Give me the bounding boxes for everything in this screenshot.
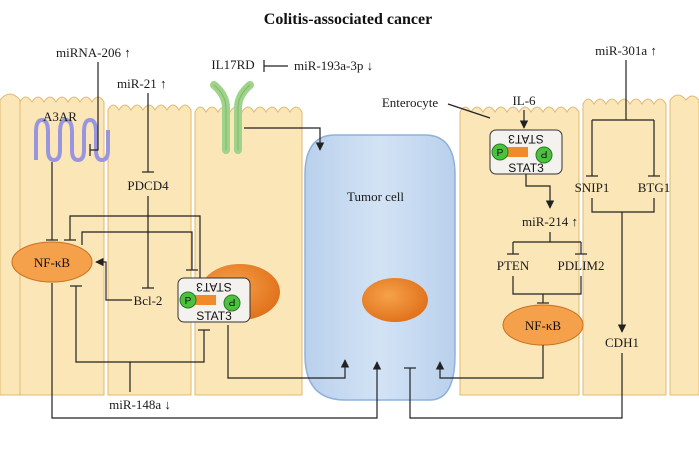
pten-label: PTEN — [497, 258, 530, 273]
cdh1-label: CDH1 — [605, 335, 639, 350]
epithelium — [0, 93, 699, 396]
nfkb-left-ellipse — [11, 241, 93, 283]
right-cell-2 — [582, 98, 667, 396]
stat3-left-p2: P — [228, 296, 235, 307]
stat3-right-p1: P — [497, 148, 504, 159]
bcl2-activate-nfkb — [95, 257, 132, 301]
nfkb-left-label: NF-κB — [34, 255, 70, 270]
right-cell-edge — [669, 94, 699, 396]
stat3-right-top: STAT3 — [508, 132, 544, 146]
stat3-right-bottom: STAT3 — [508, 161, 544, 175]
stat3-left-bottom: STAT3 — [196, 309, 232, 323]
stat3-right-p2: P — [540, 148, 547, 159]
bcl2-label: Bcl-2 — [134, 293, 163, 308]
phospho-stat3-dimer-icon: STAT3 STAT3 P P — [177, 277, 251, 323]
mir214-inhibit-targets — [512, 232, 582, 254]
snip1-label: SNIP1 — [575, 180, 610, 195]
targets-to-cdh1 — [591, 198, 655, 332]
pdcd4-label: PDCD4 — [127, 178, 169, 193]
pdlim2-label: PDLIM2 — [558, 258, 605, 273]
il17rd-label: IL17RD — [211, 57, 254, 72]
enterocyte-pointer — [447, 103, 491, 119]
il17rd-receptor-icon — [210, 81, 254, 154]
stat3-left-top: STAT3 — [196, 280, 232, 294]
mir148a-inhibit-nfkb — [75, 286, 131, 392]
mir214-label: miR-214 ↑ — [522, 214, 578, 229]
cdh1-inhibit-tumor — [409, 353, 623, 419]
middle-cell-2 — [194, 106, 303, 396]
middle-cell-1 — [107, 104, 192, 396]
mir301a-inhibit-targets — [591, 60, 655, 176]
tumor-cell-label: Tumor cell — [347, 189, 404, 204]
mir301a-label: miR-301a ↑ — [595, 43, 657, 58]
page-title: Colitis-associated cancer — [264, 11, 432, 28]
mir148a-inhibit-stat3 — [130, 330, 205, 363]
mir148a-label: miR-148a ↓ — [109, 397, 171, 412]
tumor-cell — [304, 134, 456, 401]
connectors — [46, 60, 660, 419]
stat3-inhibit-nfkb-top — [69, 215, 201, 278]
stat3-left-p1: P — [185, 296, 192, 307]
gpcr-seven-transmembrane-icon — [34, 117, 110, 163]
tumor-nucleus — [362, 278, 428, 322]
left-cell-edge — [0, 93, 21, 396]
nfkb-to-tumor — [51, 283, 382, 419]
mirna206-label: miRNA-206 ↑ — [56, 45, 131, 60]
il6-label: IL-6 — [512, 93, 536, 108]
mirna206-inhibit-a3ar — [90, 62, 99, 151]
stat3-to-tumor — [227, 325, 350, 379]
targets-inhibit-nfkb — [512, 276, 582, 303]
mir193-label: miR-193a-3p ↓ — [294, 58, 373, 73]
nfkb-right-label: NF-κB — [525, 318, 561, 333]
stat3-to-mir214 — [525, 174, 555, 209]
mir21-label: miR-21 ↑ — [117, 76, 166, 91]
btg1-label: BTG1 — [638, 180, 671, 195]
a3ar-label: A3AR — [43, 109, 77, 124]
nfkb-right-to-tumor — [435, 345, 544, 379]
il17rd-to-tumor — [244, 127, 325, 151]
phospho-stat3-dimer-icon-right: STAT3 STAT3 P P — [489, 129, 563, 175]
nfkb-inhibit-stat3 — [81, 231, 193, 270]
enterocyte-label: Enterocyte — [382, 95, 439, 110]
